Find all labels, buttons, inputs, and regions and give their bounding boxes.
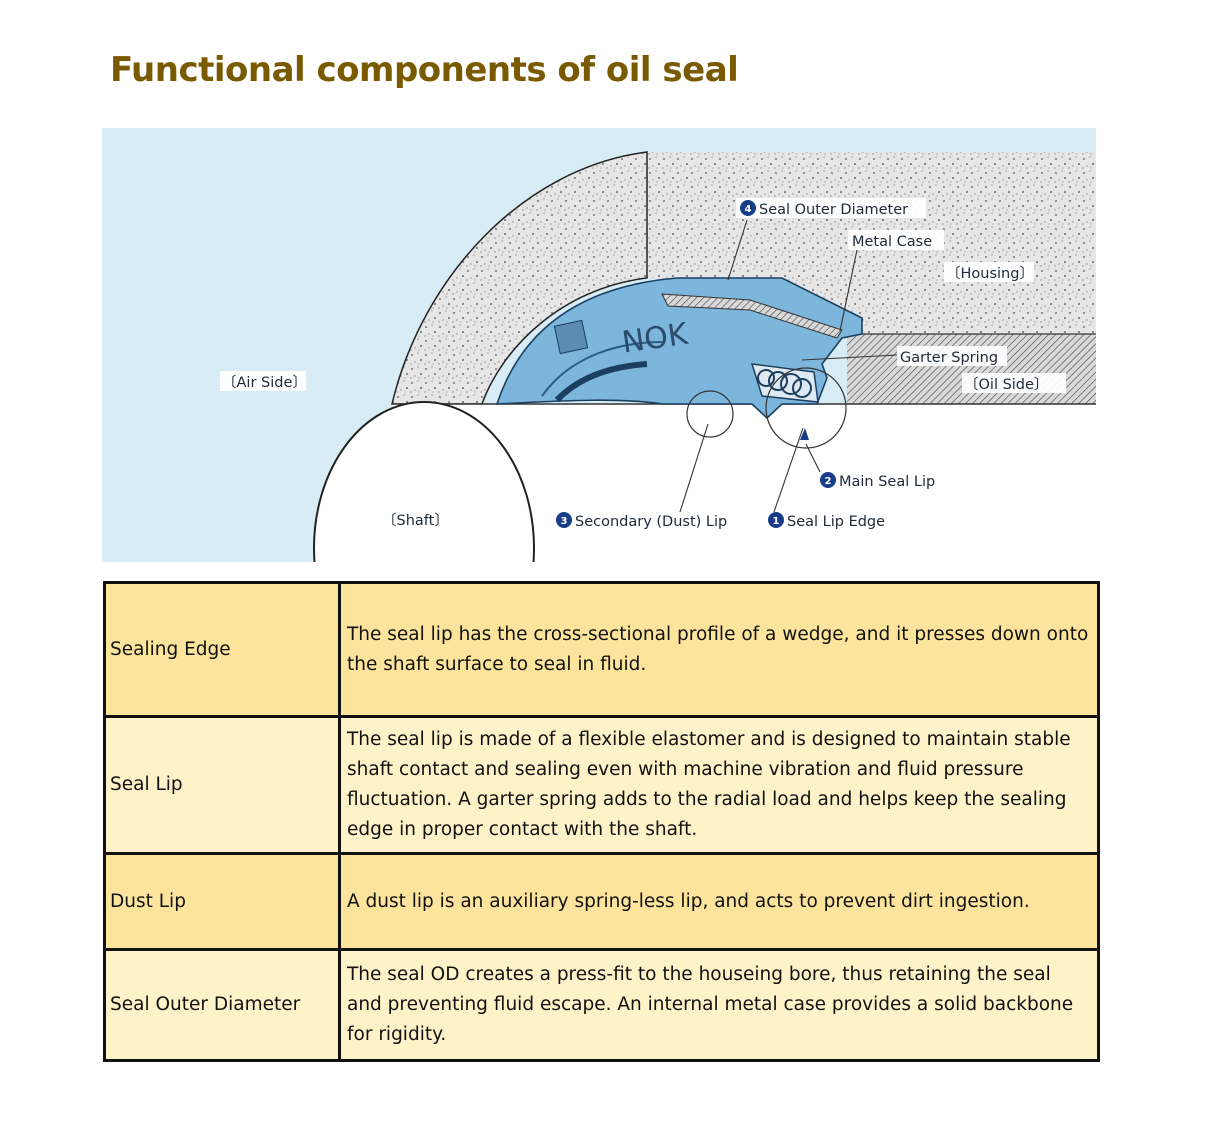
badge-2: 2 xyxy=(825,476,832,487)
oil-layer xyxy=(847,334,1096,404)
metal-case xyxy=(661,293,843,339)
shaft-end xyxy=(313,401,535,562)
label-shaft: 〔Shaft〕 xyxy=(382,512,449,529)
label-air-side: 〔Air Side〕 xyxy=(222,374,307,391)
component-description: The seal OD creates a press-fit to the h… xyxy=(338,948,1100,1062)
garter-spring xyxy=(750,363,819,403)
housing-shell xyxy=(391,151,648,405)
label-seal-outer-diameter: Seal Outer Diameter xyxy=(759,202,908,218)
label-secondary-lip: Secondary (Dust) Lip xyxy=(575,514,727,530)
seal-lip-edge-marker xyxy=(800,428,809,440)
table-row: Sealing Edge The seal lip has the cross-… xyxy=(103,581,1100,718)
page-title: Functional components of oil seal xyxy=(110,50,739,90)
label-oil-side: 〔Oil Side〕 xyxy=(964,376,1048,393)
label-garter-spring: Garter Spring xyxy=(900,350,998,366)
dust-lip-circle xyxy=(686,390,734,438)
table-row: Seal Outer Diameter The seal OD creates … xyxy=(103,948,1100,1062)
badge-1: 1 xyxy=(773,516,780,527)
component-name: Seal Outer Diameter xyxy=(103,948,341,1062)
component-name: Sealing Edge xyxy=(103,581,341,718)
table-row: Seal Lip The seal lip is made of a flexi… xyxy=(103,715,1100,855)
main-lip-circle xyxy=(765,367,847,449)
component-name: Dust Lip xyxy=(103,852,341,951)
table-row: Dust Lip A dust lip is an auxiliary spri… xyxy=(103,852,1100,951)
component-description: A dust lip is an auxiliary spring-less l… xyxy=(338,852,1100,951)
label-seal-lip-edge: Seal Lip Edge xyxy=(787,514,885,530)
component-name: Seal Lip xyxy=(103,715,341,855)
label-main-seal-lip: Main Seal Lip xyxy=(839,474,935,490)
label-housing: 〔Housing〕 xyxy=(946,265,1034,282)
component-description: The seal lip has the cross-sectional pro… xyxy=(338,581,1100,718)
components-table: Sealing Edge The seal lip has the cross-… xyxy=(103,581,1100,1062)
badge-3: 3 xyxy=(561,516,568,527)
badge-4: 4 xyxy=(745,204,752,215)
component-description: The seal lip is made of a flexible elast… xyxy=(338,715,1100,855)
label-metal-case: Metal Case xyxy=(852,234,932,250)
oil-seal-diagram: NOK xyxy=(102,128,1096,562)
